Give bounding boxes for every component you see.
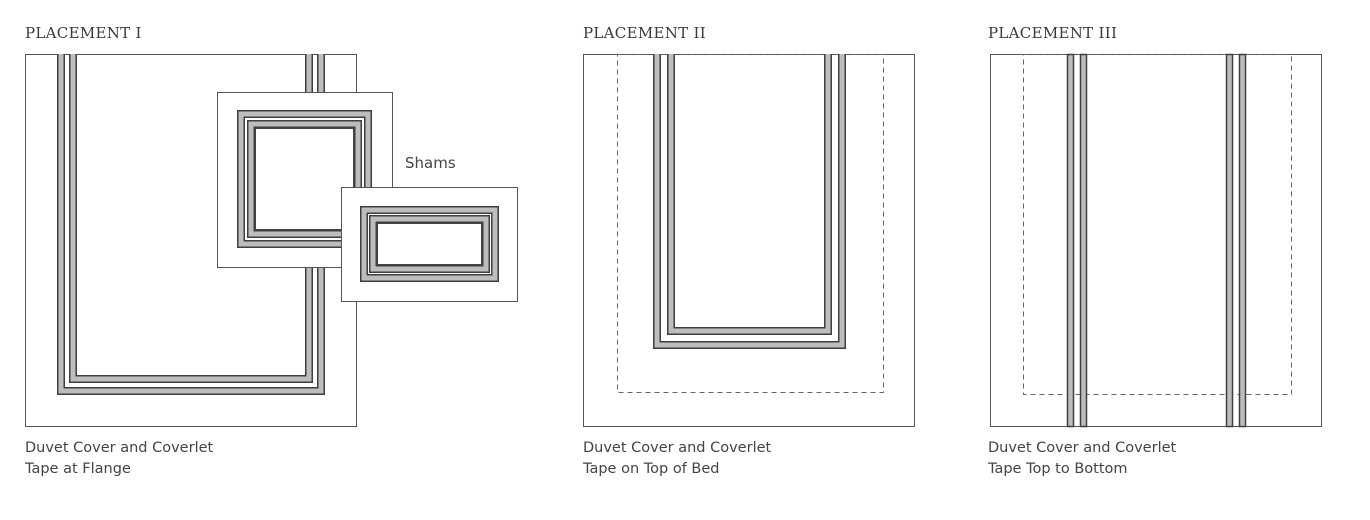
sham-large-tape-outer-fill bbox=[238, 111, 371, 247]
placement-2-bed-top-dashed bbox=[617, 54, 884, 393]
placement-2-tape-outer-fill bbox=[654, 54, 845, 348]
sham-large-tape-inner-fill bbox=[248, 121, 361, 237]
placement-1-caption: Duvet Cover and Coverlet Tape at Flange bbox=[25, 438, 213, 480]
sham-small-tape-outer-fill bbox=[361, 207, 498, 281]
placement-2-caption-line1: Duvet Cover and Coverlet bbox=[583, 440, 772, 456]
placement-2-bed-outline bbox=[583, 54, 915, 427]
placement-1-caption-line1: Duvet Cover and Coverlet bbox=[25, 440, 214, 456]
placement-1-caption-line2: Tape at Flange bbox=[25, 461, 131, 477]
placement-3-caption: Duvet Cover and Coverlet Tape Top to Bot… bbox=[988, 438, 1176, 480]
placement-3-title: PLACEMENT III bbox=[988, 24, 1118, 42]
placement-3-bed-top-dashed bbox=[1023, 54, 1292, 395]
placement-3-bed-outline bbox=[990, 54, 1322, 427]
placement-2-tape-inner-fill bbox=[668, 54, 831, 334]
placement-3-tape-right-2 bbox=[1238, 53, 1247, 428]
placement-3-tape-left-1 bbox=[1066, 53, 1075, 428]
sham-small-tape-inner-fill bbox=[370, 216, 489, 272]
sham-small-center bbox=[377, 223, 482, 265]
placement-3-caption-line2: Tape Top to Bottom bbox=[988, 461, 1128, 477]
shams-label: Shams bbox=[405, 154, 456, 172]
placement-2-title: PLACEMENT II bbox=[583, 24, 706, 42]
placement-1-title: PLACEMENT I bbox=[25, 24, 142, 42]
placement-2-caption-line2: Tape on Top of Bed bbox=[583, 461, 720, 477]
placement-3-tape-left-2 bbox=[1079, 53, 1088, 428]
placement-2-caption: Duvet Cover and Coverlet Tape on Top of … bbox=[583, 438, 771, 480]
placement-3-caption-line1: Duvet Cover and Coverlet bbox=[988, 440, 1177, 456]
sham-large-center bbox=[255, 128, 354, 230]
placement-3-tape-right-1 bbox=[1225, 53, 1234, 428]
